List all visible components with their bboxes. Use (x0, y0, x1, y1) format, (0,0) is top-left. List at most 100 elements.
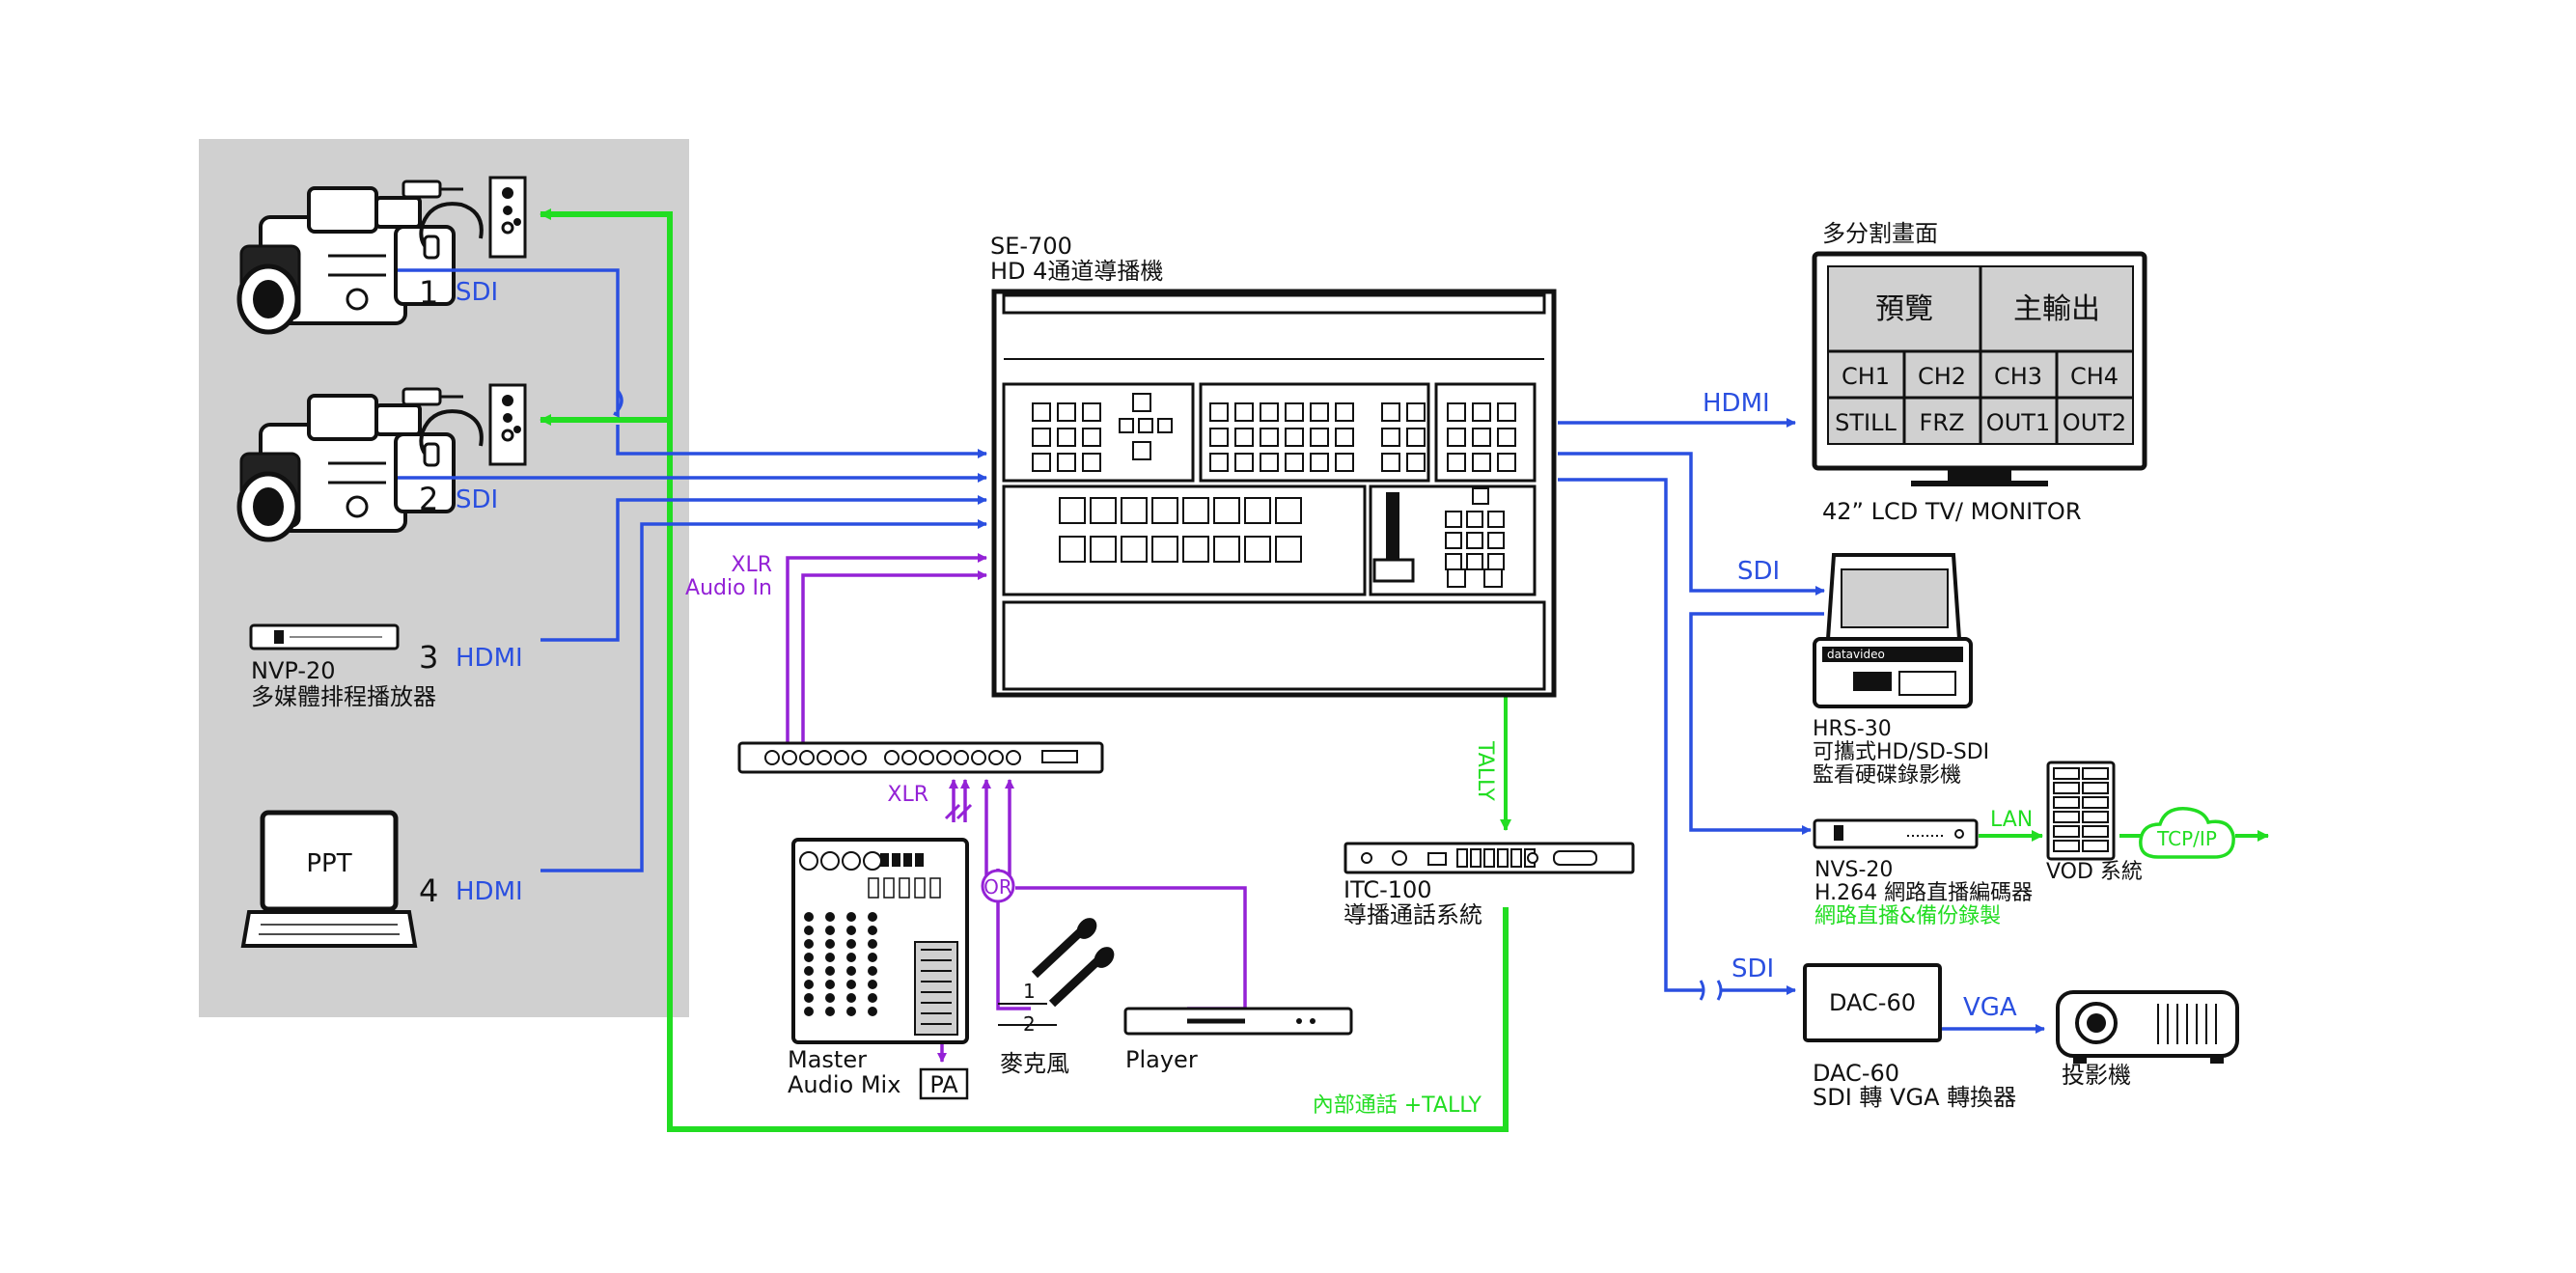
lan-label: LAN (1990, 808, 2033, 832)
switcher-key (1209, 402, 1229, 422)
mixer-knob (804, 912, 814, 922)
switcher-key (1406, 428, 1426, 447)
mixer-knob (846, 980, 856, 989)
mixer-knobs (799, 851, 958, 1036)
switcher-key (1487, 553, 1505, 570)
switcher-key (1209, 453, 1229, 472)
multiview-cell-label: OUT2 (2063, 409, 2126, 436)
switcher-key (1260, 453, 1279, 472)
headset-icon (419, 202, 484, 255)
switcher-key (1466, 553, 1483, 570)
sdi-dac-label: SDI (1731, 955, 1774, 983)
camera-1-port-label: SDI (456, 278, 498, 307)
switcher-key (1310, 453, 1329, 472)
multiview-cell-label: CH4 (2070, 363, 2119, 390)
mixer-knob (846, 926, 856, 935)
mixer-knob (868, 993, 877, 1003)
itc-desc: 導播通話系統 (1343, 901, 1482, 928)
switcher-key (1497, 428, 1516, 447)
switcher-key (1119, 418, 1134, 433)
mixer-knob (846, 912, 856, 922)
microphone-icon (1048, 947, 1115, 1008)
mixer-meter (915, 853, 924, 867)
microphones (998, 918, 1115, 1026)
rack-jack (936, 750, 952, 765)
mixer-button (929, 877, 941, 899)
mixer-knob (804, 980, 814, 989)
audio-mixer (791, 838, 969, 1044)
multiview-title: 多分割畫面 (1822, 220, 1938, 247)
vod-drive-bay (2053, 825, 2080, 838)
multiview-monitor (1812, 251, 2147, 486)
switcher-key (1447, 402, 1466, 422)
switcher-key (1090, 536, 1117, 563)
itc-model: ITC-100 (1343, 876, 1432, 903)
switcher-key (1234, 402, 1254, 422)
projector-vents (2157, 1004, 2217, 1044)
hrs-30-recorder (1813, 553, 1973, 708)
switcher-key (1057, 402, 1076, 422)
rack-jack (919, 750, 934, 765)
mixer-knob (804, 953, 814, 962)
switcher-key (1447, 428, 1466, 447)
pa-box (919, 1067, 969, 1100)
itc-key (1510, 848, 1522, 868)
or-label: OR (983, 875, 1012, 899)
vod-drive-bay (2053, 840, 2080, 852)
laptop-icon (240, 810, 418, 948)
nvs-desc-2: 網路直播&備份錄製 (1814, 904, 2001, 928)
pa-label: PA (929, 1071, 958, 1098)
switcher-key (1310, 402, 1329, 422)
switcher-key (1132, 393, 1151, 412)
rack-jack (851, 750, 867, 765)
rack-jack (1006, 750, 1021, 765)
vod-drive-bay (2082, 796, 2109, 809)
switcher-key (1260, 402, 1279, 422)
switcher-key (1059, 536, 1086, 563)
vod-drive-bay (2082, 825, 2109, 838)
rack-jack (901, 750, 917, 765)
hrs-brand: datavideo (1827, 648, 1885, 661)
se-700-switcher (991, 289, 1557, 698)
mixer-title-2: Audio Mix (788, 1071, 900, 1098)
nvs-model: NVS-20 (1814, 858, 1893, 882)
itc-keys (1427, 848, 1538, 868)
switcher-key (1090, 497, 1117, 524)
switcher-key (1209, 428, 1229, 447)
itc-key (1483, 848, 1495, 868)
xlr-break-marks (944, 803, 973, 820)
switcher-key (1447, 568, 1466, 588)
dac-desc: SDI 轉 VGA 轉換器 (1813, 1084, 2016, 1111)
rack-jack (764, 750, 780, 765)
switcher-key (1260, 428, 1279, 447)
rack-jack (817, 750, 832, 765)
switcher-key (1285, 402, 1304, 422)
switcher-key (1472, 402, 1491, 422)
switcher-key (1157, 418, 1173, 433)
switcher-keys (1032, 393, 1516, 588)
itc-key (1427, 852, 1447, 866)
mixer-knob (825, 926, 835, 935)
mixer-knob (846, 1007, 856, 1016)
switcher-key (1151, 536, 1178, 563)
dac-60-box (1803, 963, 1942, 1042)
switcher-key (1032, 402, 1051, 422)
hrs-desc-1: 可攜式HD/SD-SDI (1813, 740, 1989, 764)
vod-bays (2053, 767, 2109, 852)
cloud-icon (2139, 807, 2235, 859)
laptop-screen-text: PPT (306, 849, 351, 878)
vod-label: VOD 系統 (2046, 860, 2143, 884)
itc-knob (1527, 852, 1538, 864)
mixer-knob (825, 939, 835, 949)
vod-drive-bay (2053, 767, 2080, 780)
mixer-knob (804, 993, 814, 1003)
rack-jack (954, 750, 969, 765)
multiview-cell-label: OUT1 (1986, 409, 2050, 436)
tally-label: TALLY (1473, 740, 1497, 801)
headset-connector-1 (402, 176, 527, 260)
switcher-key (1132, 441, 1151, 460)
player-label: Player (1125, 1046, 1198, 1073)
multiview-cell-label: STILL (1835, 409, 1897, 436)
vod-drive-bay (2082, 811, 2109, 823)
